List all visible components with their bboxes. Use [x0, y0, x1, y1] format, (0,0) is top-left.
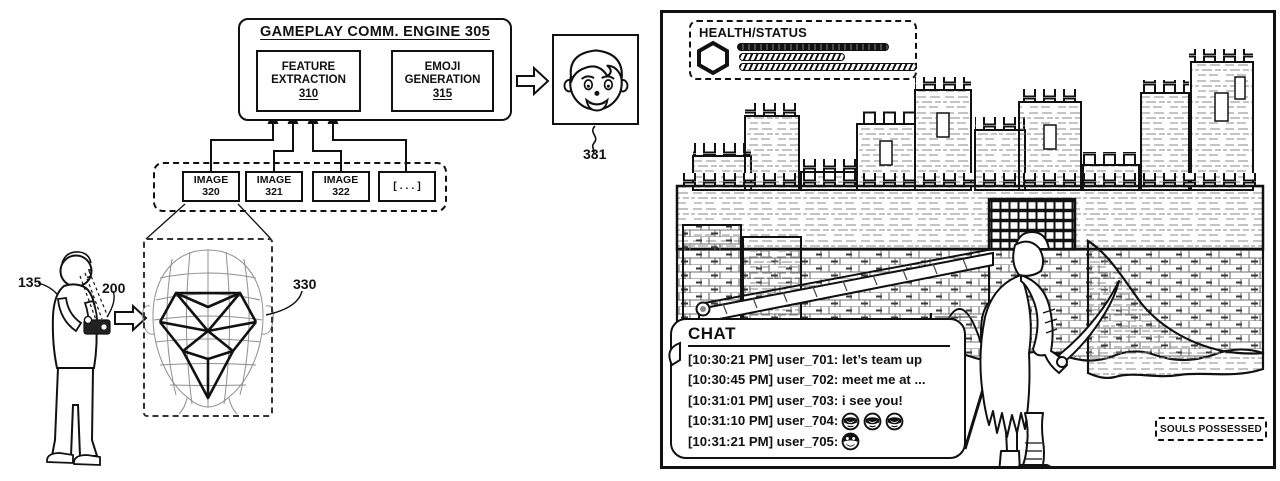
person-figure [46, 251, 111, 466]
eg-line1: EMOJI [424, 60, 461, 73]
souls-possessed-label: SOULS POSSESSED [1160, 423, 1262, 435]
castle-scene [675, 49, 1265, 466]
game-screenshot-frame: HEALTH/STATUS CHAT [10:30:21 PM] user_70… [660, 10, 1276, 469]
image-ellipsis-label: [ . . . ] [393, 179, 421, 192]
ref-331: 331 [583, 146, 607, 162]
ref-330: 330 [293, 276, 317, 292]
eg-ref: 315 [432, 87, 453, 100]
image-320-label: IMAGE [193, 174, 229, 186]
chat-panel: CHAT [10:30:21 PM] user_701: let’s team … [668, 318, 966, 459]
chat-divider [688, 345, 950, 347]
person-to-mesh-arrow [114, 303, 148, 333]
health-bar-3 [739, 63, 917, 71]
chat-message-text: [10:31:10 PM] user_704: [688, 413, 839, 429]
leader-135 [37, 282, 59, 296]
image-box-322: IMAGE 322 [312, 171, 370, 202]
zoom-callout-lines [145, 203, 272, 240]
landmark-mesh [158, 291, 258, 400]
knight-head [1012, 240, 1045, 277]
image-box-321: IMAGE 321 [245, 171, 303, 202]
engine-to-emoji-arrow [516, 65, 550, 97]
chat-message-text: [10:31:21 PM] user_705: [688, 433, 839, 449]
image-321-ref: 321 [265, 185, 283, 198]
fe-line1: FEATURE [281, 60, 336, 73]
chat-message-text: [10:30:21 PM] user_701: let’s team up [688, 352, 923, 367]
image-322-label: IMAGE [323, 174, 359, 186]
rock-hill [1086, 239, 1265, 380]
image-322-ref: 322 [332, 185, 350, 198]
camera-sightlines [79, 270, 109, 321]
souls-possessed-badge: SOULS POSSESSED [1155, 417, 1267, 441]
mesh-zoom-box [143, 238, 273, 417]
chat-message: [10:31:10 PM] user_704: [688, 411, 950, 431]
chat-message-text: [10:31:01 PM] user_703: i see you! [688, 392, 903, 408]
fe-ref: 310 [298, 87, 319, 100]
knight-figure [963, 240, 1120, 466]
eg-line2: GENERATION [404, 74, 481, 87]
chat-message: [10:31:01 PM] user_703: i see you! [688, 391, 950, 411]
image-320-ref: 320 [202, 185, 220, 198]
ref-200: 200 [102, 280, 126, 296]
chat-message: [10:30:21 PM] user_701: let’s team up [688, 350, 950, 370]
sword [1058, 280, 1120, 364]
grinning-devil-alt-emoji-icon [841, 432, 860, 451]
hexagon-icon [697, 40, 729, 76]
cape [979, 274, 1032, 438]
fe-line2: EXTRACTION [271, 74, 346, 87]
image-box-320: IMAGE 320 [182, 171, 240, 202]
grinning-devil-emoji-icon [841, 412, 860, 431]
portcullis-gate [987, 197, 1077, 251]
feature-extraction-box: FEATURE EXTRACTION 310 [256, 50, 361, 112]
leader-200 [106, 290, 115, 318]
ref-135: 135 [18, 274, 42, 290]
grinning-devil-emoji-icon [885, 412, 904, 431]
boy-emoji-icon [563, 49, 629, 112]
engine-title: GAMEPLAY COMM. ENGINE 305 [260, 24, 490, 40]
grinning-devil-emoji-icon [863, 412, 882, 431]
leader-331 [591, 125, 597, 157]
chat-bubble-tail [668, 341, 681, 367]
chat-message: [10:30:45 PM] user_702: meet me at ... [688, 370, 950, 390]
chat-message: [10:31:21 PM] user_705: [688, 432, 950, 452]
face-wireframe [142, 249, 274, 415]
chat-message-text: [10:30:45 PM] user_702: meet me at ... [688, 372, 926, 388]
health-status-panel: HEALTH/STATUS [689, 20, 917, 80]
image-box-ellipsis: [ . . . ] [378, 171, 436, 202]
emoji-generation-box: EMOJI GENERATION 315 [391, 50, 494, 112]
health-status-title: HEALTH/STATUS [699, 25, 808, 40]
image-321-label: IMAGE [256, 174, 292, 186]
health-bar-1 [737, 43, 889, 51]
health-bar-2 [739, 53, 845, 61]
chat-title: CHAT [688, 324, 736, 343]
image-buffer-container [153, 162, 447, 212]
generated-emoji-box [552, 34, 639, 125]
